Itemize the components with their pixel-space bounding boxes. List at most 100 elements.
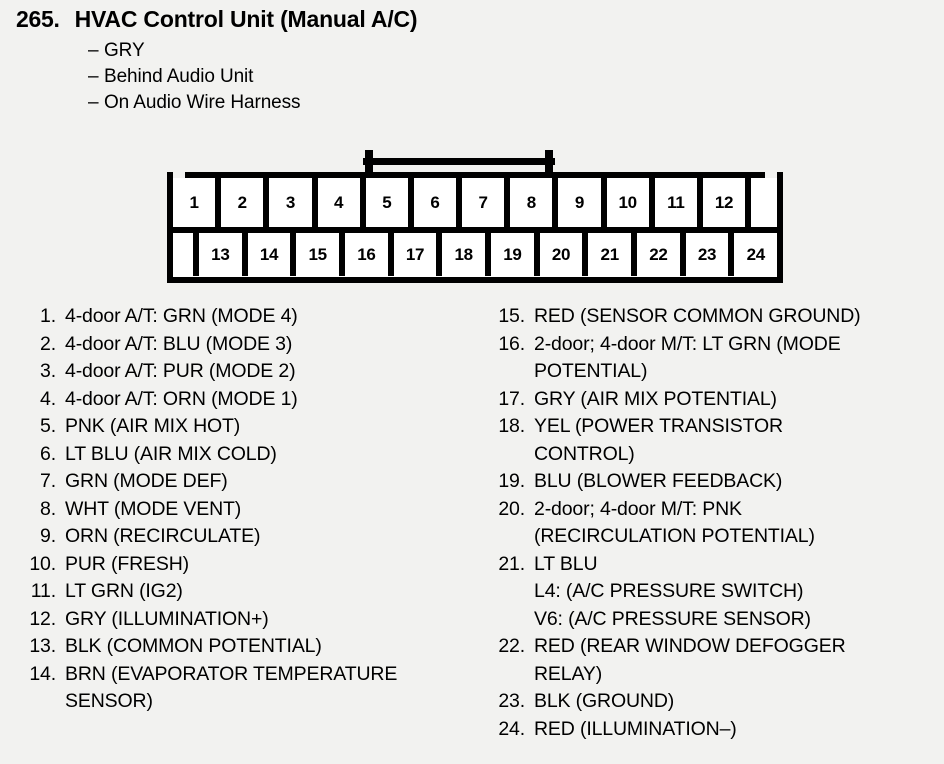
pin-legend-item: 6. LT BLU (AIR MIX COLD) [14,441,474,469]
pin-legend-column-right: 15.RED (SENSOR COMMON GROUND)16.2-door; … [483,303,935,743]
pin-legend-number: 22. [498,635,525,657]
connector-pin-16[interactable]: 16 [345,227,394,276]
pin-legend-item: 11.LT GRN (IG2) [14,578,474,606]
pin-legend-number: 9. [40,525,56,547]
header-note: –On Audio Wire Harness [0,90,944,116]
pin-legend-item: 23.BLK (GROUND) [483,688,935,716]
latch-post-right [545,150,553,175]
connector-pin-11[interactable]: 11 [654,178,703,227]
pin-legend-number: 10. [29,552,56,575]
header-note-label: On Audio Wire Harness [104,92,301,113]
connector-pin-20[interactable]: 20 [539,227,589,276]
page-title: 265. HVAC Control Unit (Manual A/C) [0,0,944,33]
connector-pin-23[interactable]: 23 [685,227,735,276]
connector-pin-14[interactable]: 14 [247,227,297,276]
pin-legend-item: 7. GRN (MODE DEF) [14,468,474,496]
connector-pin-21[interactable]: 21 [588,227,638,276]
header-note: –Behind Audio Unit [0,64,944,90]
connector-pin-13[interactable]: 13 [199,227,248,276]
dash-icon: – [88,40,99,61]
header-note-label: Behind Audio Unit [104,66,254,87]
pin-legend-description: LT BLU (AIR MIX COLD) [65,441,474,469]
connector-blank-slot [751,178,778,227]
pin-legend-number: 21. [498,552,525,575]
pin-legend-description-line: RELAY) [534,662,603,685]
pin-legend-item: 17.GRY (AIR MIX POTENTIAL) [483,386,935,414]
pin-legend-item: 15.RED (SENSOR COMMON GROUND) [483,303,935,331]
connector-pin-5[interactable]: 5 [365,178,414,227]
pin-legend-description-line: 2-door; 4-door M/T: LT GRN (MODE [534,332,841,355]
pin-legend-description: 4-door A/T: GRN (MODE 4) [65,303,474,331]
pin-legend-description-line: LT BLU (AIR MIX COLD) [65,442,277,465]
pin-legend-column-left: 1. 4-door A/T: GRN (MODE 4) 2. 4-door A/T: … [14,303,474,716]
connector-pin-15[interactable]: 15 [296,227,346,276]
connector-pin-18[interactable]: 18 [442,227,492,276]
pin-legend-description: PUR (FRESH) [65,551,474,579]
pin-legend-number: 2. [40,332,56,355]
connector-pin-9[interactable]: 9 [558,178,607,227]
pin-legend-description-line: POTENTIAL) [534,360,648,382]
pin-legend-description: BLU (BLOWER FEEDBACK) [534,468,935,496]
connector-pin-10[interactable]: 10 [606,178,655,227]
entry-title: HVAC Control Unit (Manual A/C) [74,6,418,32]
pin-legend-number: 6. [40,442,56,465]
entry-number: 265. [16,6,60,32]
pin-legend-number: 13. [29,635,56,657]
pin-legend-description-line: 4-door A/T: BLU (MODE 3) [65,332,293,355]
connector-pin-8[interactable]: 8 [510,178,559,227]
pin-legend-description-line: PNK (AIR MIX HOT) [65,415,241,437]
pin-legend-number: 15. [498,305,525,327]
pin-legend-description: GRY (AIR MIX POTENTIAL) [534,386,935,414]
pin-legend-description: 2-door; 4-door M/T: LT GRN (MODE POTENTIA… [534,331,935,386]
latch-bar [363,158,555,165]
pin-legend-number: 19. [498,470,525,492]
pin-legend-description-line: SENSOR) [65,690,153,712]
pin-legend-description: 4-door A/T: ORN (MODE 1) [65,386,474,414]
pin-legend-description: ORN (RECIRCULATE) [65,523,474,551]
connector-pin-4[interactable]: 4 [317,178,366,227]
connector-pin-17[interactable]: 17 [393,227,443,276]
pin-legend-description: RED (ILLUMINATION–) [534,716,935,744]
connector-pin-6[interactable]: 6 [413,178,463,227]
pin-legend-number: 11. [30,580,56,602]
pin-legend-description-line: BLK (COMMON POTENTIAL) [65,635,322,657]
pin-legend-description-line: PUR (FRESH) [65,552,190,575]
pin-legend-number: 5. [40,415,56,437]
connector-pin-1[interactable]: 1 [173,178,222,227]
pin-legend-item: 19. BLU (BLOWER FEEDBACK) [483,468,935,496]
connector-pin-22[interactable]: 22 [637,227,686,276]
connector-pin-24[interactable]: 24 [734,227,778,276]
page-header: 265. HVAC Control Unit (Manual A/C) –GRY… [0,0,944,116]
header-notes: –GRY–Behind Audio Unit–On Audio Wire Har… [0,38,944,116]
header-note-label: GRY [104,40,145,61]
pin-legend-description: BRN (EVAPORATOR TEMPERATURE SENSOR) [65,661,474,716]
pin-legend-description-line: ORN (RECIRCULATE) [65,525,261,547]
pin-legend-description-line: BRN (EVAPORATOR TEMPERATURE [65,662,398,685]
dash-icon: – [88,66,99,87]
connector-pin-7[interactable]: 7 [462,178,511,227]
pin-legend-description-line: BLK (GROUND) [534,690,675,712]
pin-legend-item: 3.4-door A/T: PUR (MODE 2) [14,358,474,386]
pin-legend-number: 1. [40,305,56,327]
connector-pin-2[interactable]: 2 [221,178,270,227]
pin-legend-description-line: BLU (BLOWER FEEDBACK) [534,470,783,492]
pin-legend-description: GRN (MODE DEF) [65,468,474,496]
connector-pin-19[interactable]: 19 [491,227,540,276]
pin-legend-description: 4-door A/T: BLU (MODE 3) [65,331,474,359]
pin-legend-number: 8. [40,497,56,520]
connector-pin-3[interactable]: 3 [269,178,318,227]
pin-legend-description-line: 2-door; 4-door M/T: PNK [534,497,742,520]
pin-legend-number: 3. [40,360,56,382]
connector-pin-12[interactable]: 12 [702,178,752,227]
pin-legend-item: 10. PUR (FRESH) [14,551,474,579]
pin-legend-number: 7. [40,470,56,492]
pin-legend-description-line: (RECIRCULATION POTENTIAL) [534,525,815,547]
pin-legend-item: 4.4-door A/T: ORN (MODE 1) [14,386,474,414]
